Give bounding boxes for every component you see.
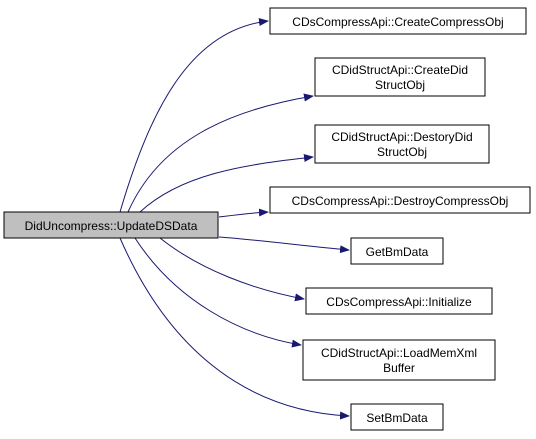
edge-to-load-mem-xml-buffer xyxy=(134,237,302,348)
node-load-mem-xml-buffer-label-line1: CDidStructApi::LoadMemXml xyxy=(321,346,477,360)
node-get-bm-data-label: GetBmData xyxy=(366,245,429,259)
node-get-bm-data[interactable]: GetBmData xyxy=(350,237,444,265)
edges xyxy=(119,18,350,420)
node-create-compress-obj[interactable]: CDsCompressApi::CreateCompressObj xyxy=(269,7,527,35)
node-destory-did-struct-obj[interactable]: CDidStructApi::DestoryDid StructObj xyxy=(314,124,490,164)
node-set-bm-data-label: SetBmData xyxy=(366,411,428,425)
node-initialize-label: CDsCompressApi::Initialize xyxy=(326,295,472,309)
node-initialize[interactable]: CDsCompressApi::Initialize xyxy=(305,287,493,315)
node-root-label: DidUncompress::UpdateDSData xyxy=(25,219,198,233)
node-destory-did-struct-obj-label-line2: StructObj xyxy=(377,145,427,159)
edge-to-destroy-compress-obj xyxy=(218,208,269,218)
edge-to-create-compress-obj xyxy=(119,18,269,213)
node-destory-did-struct-obj-label-line1: CDidStructApi::DestoryDid xyxy=(331,130,472,144)
nodes: DidUncompress::UpdateDSData CDsCompressA… xyxy=(3,7,531,431)
edge-to-create-did-struct-obj xyxy=(127,93,314,213)
node-create-did-struct-obj-label-line1: CDidStructApi::CreateDid xyxy=(332,63,468,77)
node-create-did-struct-obj-label-line2: StructObj xyxy=(375,78,425,92)
edge-to-set-bm-data xyxy=(119,237,350,420)
node-set-bm-data[interactable]: SetBmData xyxy=(350,403,444,431)
node-load-mem-xml-buffer[interactable]: CDidStructApi::LoadMemXml Buffer xyxy=(302,339,496,381)
node-create-did-struct-obj[interactable]: CDidStructApi::CreateDid StructObj xyxy=(314,57,486,97)
edge-to-initialize xyxy=(159,237,305,302)
node-create-compress-obj-label: CDsCompressApi::CreateCompressObj xyxy=(292,15,503,29)
edge-to-get-bm-data xyxy=(218,236,350,254)
edge-to-destory-did-struct-obj xyxy=(139,154,314,213)
node-root[interactable]: DidUncompress::UpdateDSData xyxy=(3,211,219,239)
node-destroy-compress-obj[interactable]: CDsCompressApi::DestroyCompressObj xyxy=(269,186,531,214)
node-destroy-compress-obj-label: CDsCompressApi::DestroyCompressObj xyxy=(292,194,509,208)
node-load-mem-xml-buffer-label-line2: Buffer xyxy=(383,361,415,375)
